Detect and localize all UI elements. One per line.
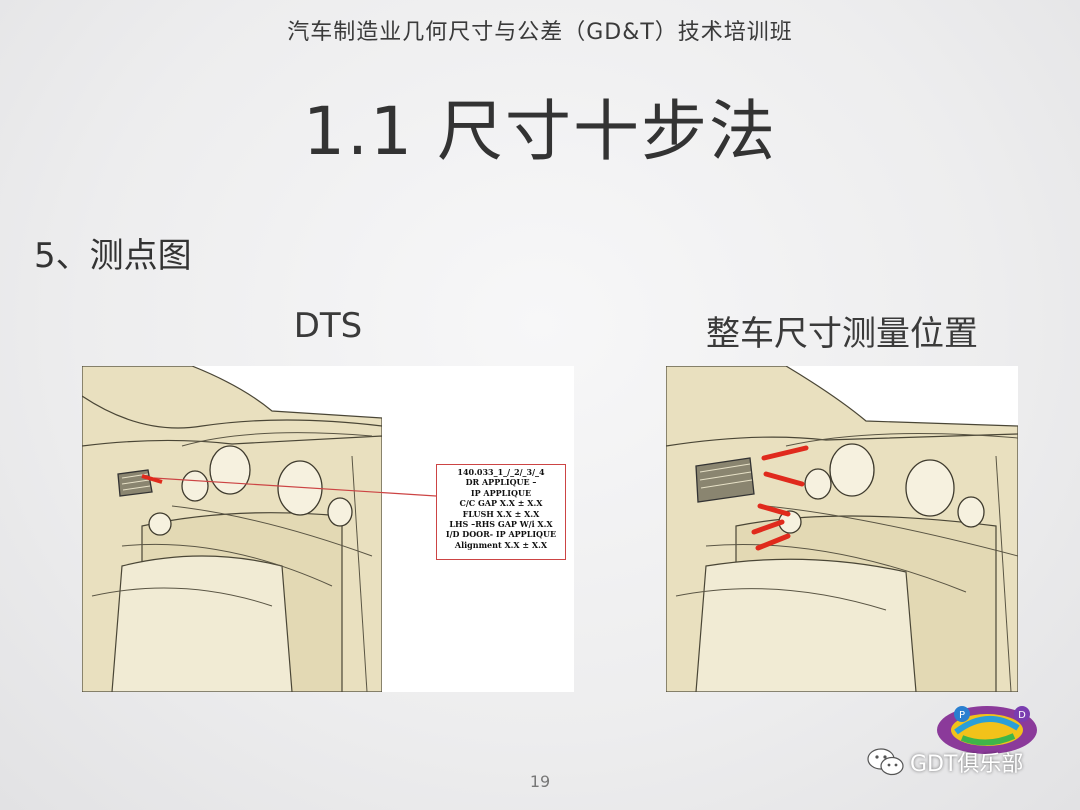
callout-line: IP APPLIQUE <box>470 487 532 498</box>
measure-mark <box>761 445 809 461</box>
watermark-text: GDT俱乐部 <box>910 752 1024 777</box>
svg-text:P: P <box>959 710 965 721</box>
dts-callout-box: 140.033_1_/_2/_3/_4 DR APPLIQUE – IP APP… <box>436 464 566 560</box>
dashboard-drawing-right <box>666 366 1018 692</box>
measure-mark <box>763 471 805 487</box>
vehicle-measurement-caption: 整车尺寸测量位置 <box>706 314 978 354</box>
callout-line: LHS –RHS GAP W/i X.X <box>449 519 553 530</box>
callout-line: FLUSH X.X ± X.X <box>462 508 540 519</box>
wechat-watermark: GDT俱乐部 <box>866 746 1023 778</box>
callout-line: I/D DOOR- IP APPLIQUE <box>445 529 557 540</box>
club-logo: P D <box>937 706 1037 754</box>
measure-mark <box>751 519 785 535</box>
callout-line: 140.033_1_/_2/_3/_4 <box>457 467 545 477</box>
dts-caption: DTS <box>293 306 363 346</box>
callout-line: DR APPLIQUE – <box>465 477 537 488</box>
measurement-image-panel <box>666 366 1018 692</box>
callout-line: Alignment X.X ± X.X <box>454 539 548 550</box>
measure-mark <box>755 533 791 551</box>
measure-mark <box>757 503 791 517</box>
section-heading: 5、测点图 <box>34 236 192 276</box>
svg-text:D: D <box>1018 710 1026 721</box>
slide-title: 1.1 尺寸十步法 <box>303 93 777 170</box>
wechat-icon <box>867 748 904 776</box>
course-header: 汽车制造业几何尺寸与公差（GD&T）技术培训班 <box>287 20 793 45</box>
callout-line: C/C GAP X.X ± X.X <box>459 498 543 509</box>
page-number: 19 <box>529 772 551 791</box>
dts-image-panel: 140.033_1_/_2/_3/_4 DR APPLIQUE – IP APP… <box>82 366 574 692</box>
